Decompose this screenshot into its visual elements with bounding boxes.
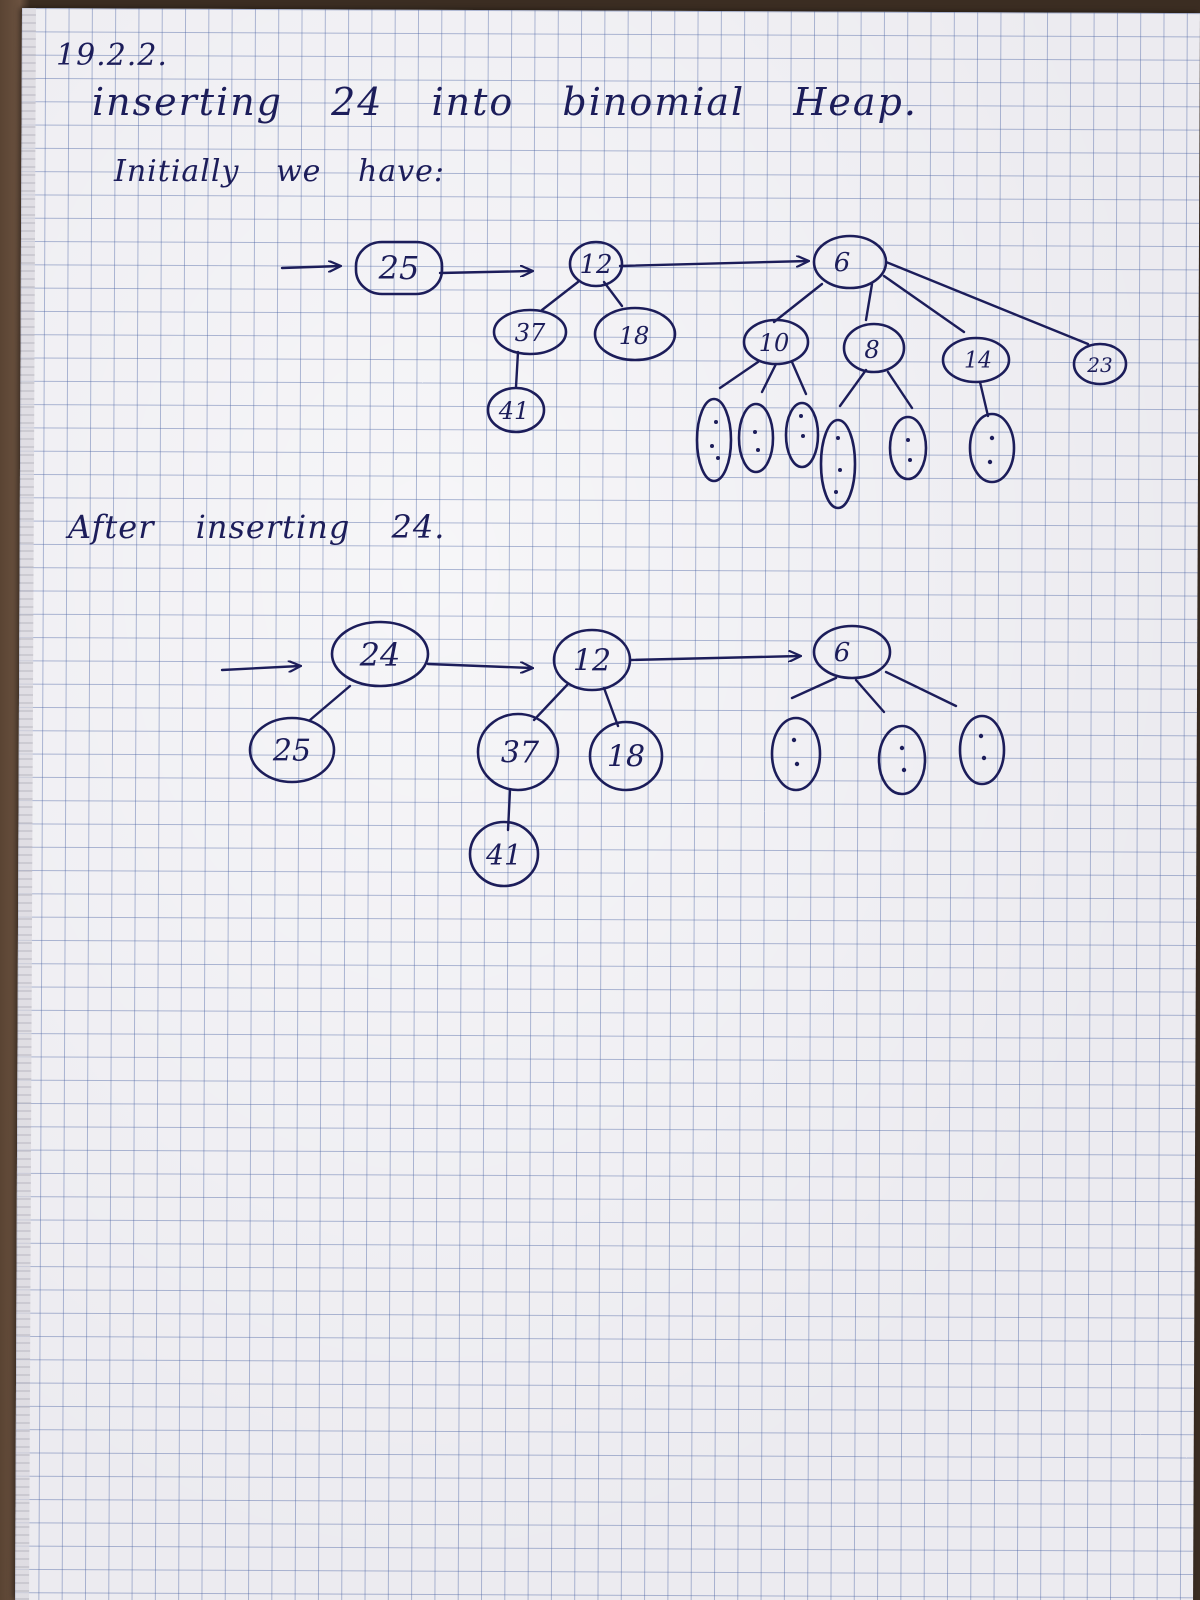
initial-node-23: 23 [1072, 342, 1128, 386]
initial-node-25: 25 [354, 240, 444, 296]
svg-text:37: 37 [515, 319, 546, 347]
svg-text:6: 6 [834, 248, 851, 278]
svg-text:41: 41 [498, 397, 530, 425]
final-edge-12-18 [602, 686, 620, 728]
initial-node-10: 10 [742, 318, 810, 366]
final-root-link-12-6 [628, 656, 800, 660]
svg-text:37: 37 [501, 736, 540, 771]
edge-24-25 [308, 684, 352, 722]
final-node-25: 25 [248, 716, 336, 784]
svg-text:18: 18 [607, 740, 645, 775]
svg-text:25: 25 [272, 734, 311, 769]
initial-root-link-12-6 [618, 261, 808, 266]
initial-heap-label: Initially we have: [114, 154, 445, 189]
final-unlabeled-subtrees [770, 714, 1006, 796]
date-note: 19.2.2. [56, 38, 168, 73]
svg-text:12: 12 [573, 644, 611, 679]
final-heap-label: After inserting 24. [68, 508, 446, 546]
initial-node-12: 12 [568, 240, 624, 288]
edge-8-subtree-b [886, 370, 914, 410]
initial-node-18: 18 [593, 306, 677, 362]
svg-text:8: 8 [864, 336, 879, 364]
edge-6-23 [884, 260, 1090, 346]
final-edge-6-a [790, 676, 838, 700]
svg-text:6: 6 [834, 638, 851, 668]
svg-text:25: 25 [378, 249, 420, 287]
initial-node-14: 14 [941, 336, 1011, 384]
initial-node-41: 41 [486, 386, 546, 434]
svg-text:24: 24 [359, 636, 401, 674]
edge-10-subtree-b [760, 362, 778, 394]
final-heap: 24 12 6 25 37 18 [220, 620, 1006, 888]
final-edge-6-c [884, 670, 958, 708]
edge-12-37 [540, 280, 580, 312]
final-node-41: 41 [468, 820, 540, 888]
svg-text:41: 41 [485, 839, 522, 872]
svg-text:18: 18 [619, 322, 650, 350]
initial-unlabeled-subtrees [695, 397, 1016, 510]
edge-14-subtree [978, 380, 990, 418]
svg-text:10: 10 [759, 329, 790, 357]
final-head-arrow [220, 666, 300, 670]
final-edge-12-37 [532, 682, 570, 722]
initial-node-6: 6 [812, 234, 888, 290]
svg-text:23: 23 [1086, 353, 1112, 377]
final-node-37: 37 [476, 712, 560, 792]
final-root-link-24-12 [426, 664, 532, 668]
initial-head-arrow [280, 266, 340, 268]
final-node-24: 24 [330, 620, 430, 688]
final-node-6: 6 [812, 624, 892, 680]
svg-text:12: 12 [579, 250, 612, 280]
final-edge-37-41 [506, 788, 512, 832]
edge-8-subtree-a [838, 368, 868, 408]
edge-12-18 [602, 280, 624, 308]
edge-37-41 [514, 350, 520, 389]
edge-10-subtree-c [790, 360, 808, 396]
edge-6-10 [772, 282, 824, 324]
initial-node-37: 37 [492, 308, 568, 356]
svg-text:14: 14 [964, 349, 992, 374]
final-node-18: 18 [588, 720, 664, 792]
final-edge-6-b [854, 678, 886, 714]
initial-node-8: 8 [842, 322, 906, 374]
final-node-12: 12 [552, 628, 632, 692]
initial-root-link-25-12 [438, 271, 532, 273]
edge-6-14 [882, 274, 966, 334]
edge-10-subtree-a [718, 360, 760, 390]
initial-heap: 25 12 6 37 18 41 [280, 234, 1128, 510]
edge-6-8 [864, 282, 874, 322]
page-title: inserting 24 into binomial Heap. [92, 80, 918, 124]
